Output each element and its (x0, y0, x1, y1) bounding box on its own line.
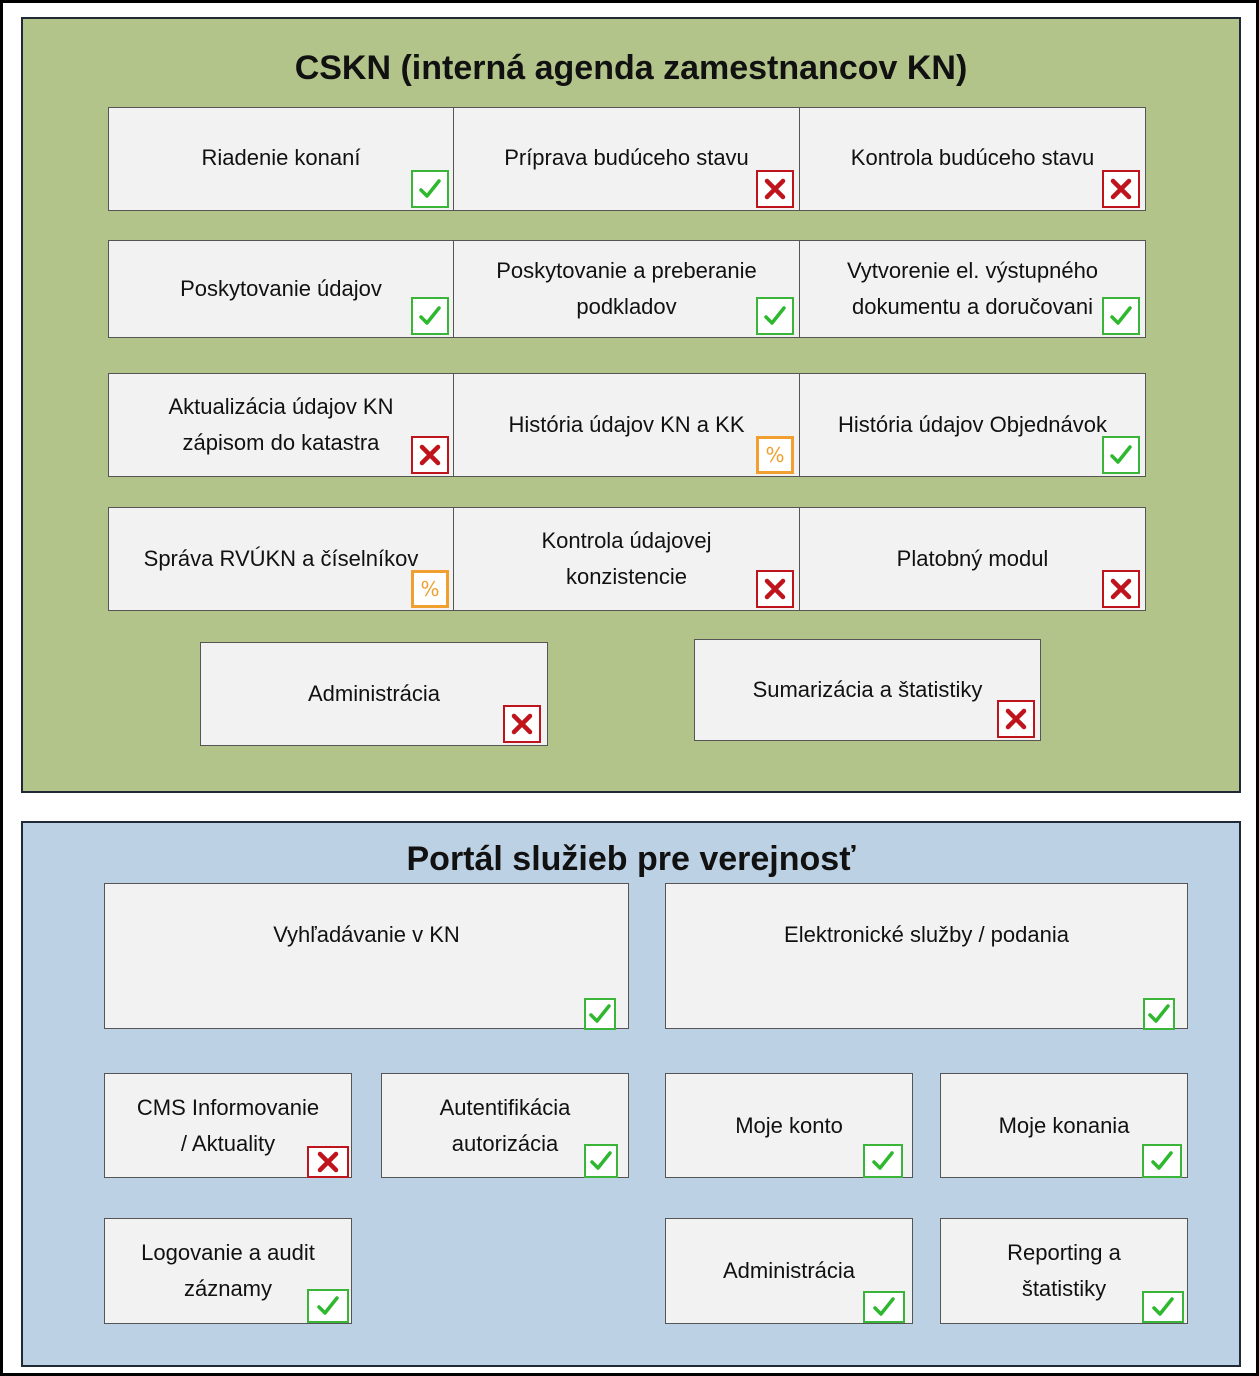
module-label: CMS Informovanie / Aktuality (136, 1094, 320, 1156)
portal-section: Portál služieb pre verejnosť Vyhľadávani… (21, 821, 1241, 1367)
module-label: Administrácia (307, 681, 441, 706)
module-moje-konto: Moje konto (665, 1073, 913, 1178)
check-icon (411, 170, 449, 208)
module-elektronicke-sluzby: Elektronické služby / podania (665, 883, 1188, 1030)
module-administracia-cskn: Administrácia (200, 642, 548, 746)
cross-icon (503, 705, 541, 743)
check-icon (863, 1144, 903, 1178)
module-label: Vytvorenie el. výstupného dokumentu a do… (846, 258, 1099, 319)
check-icon (1143, 998, 1175, 1030)
check-icon (584, 998, 616, 1030)
check-icon (1142, 1144, 1182, 1178)
cross-icon (307, 1146, 349, 1178)
module-label: Kontrola budúceho stavu (850, 144, 1095, 170)
check-icon (584, 1144, 618, 1178)
cross-icon (997, 700, 1035, 738)
cross-icon (411, 436, 449, 474)
module-label: Správa RVÚKN a číselníkov (143, 546, 419, 571)
module-label: Moje konania (998, 1112, 1130, 1138)
module-autentifikacia-autorizacia: Autentifikácia autorizácia (381, 1073, 629, 1178)
portal-title: Portál služieb pre verejnosť (406, 840, 856, 878)
module-label: Aktualizácia údajov KN zápisom do katast… (168, 394, 394, 455)
module-label: Logovanie a audit záznamy (141, 1240, 315, 1301)
module-label: Kontrola údajovej konzistencie (541, 528, 712, 589)
cskn-section: CSKN (interná agenda zamestnancov KN) Ri… (21, 17, 1241, 793)
module-kontrola-udajovej-konzistencie: Kontrola údajovej konzistencie (453, 507, 800, 611)
check-icon (1102, 436, 1140, 474)
module-platobny-modul: Platobný modul (799, 507, 1146, 611)
module-vytvorenie-el-vystupneho-dokumentu: Vytvorenie el. výstupného dokumentu a do… (799, 240, 1146, 338)
module-moje-konania: Moje konania (940, 1073, 1188, 1178)
module-label: Moje konto (735, 1112, 843, 1138)
module-kontrola-buduceho-stavu: Kontrola budúceho stavu (799, 107, 1146, 211)
cross-icon (1102, 570, 1140, 608)
module-label: Riadenie konaní (201, 144, 361, 170)
module-logovanie-a-audit: Logovanie a audit záznamy (104, 1218, 352, 1324)
module-aktualizacia-udajov-kn: Aktualizácia údajov KN zápisom do katast… (108, 373, 454, 477)
module-poskytovanie-a-preberanie-podkladov: Poskytovanie a preberanie podkladov (453, 240, 800, 338)
module-cms-informovanie: CMS Informovanie / Aktuality (104, 1073, 352, 1178)
module-label: História údajov Objednávok (837, 412, 1108, 437)
percent-glyph: % (420, 577, 440, 601)
percent-glyph: % (765, 443, 785, 467)
module-label: Príprava budúceho stavu (504, 144, 749, 170)
module-reporting-a-statistiky: Reporting a štatistiky (940, 1218, 1188, 1324)
module-label: Elektronické služby / podania (784, 922, 1069, 947)
module-label: História údajov KN a KK (508, 412, 745, 437)
check-icon (1142, 1291, 1184, 1323)
cross-icon (1102, 170, 1140, 208)
check-icon (756, 297, 794, 335)
module-label: Autentifikácia autorizácia (439, 1094, 571, 1156)
module-historia-udajov-objednavok: História údajov Objednávok (799, 373, 1146, 477)
module-sprava-rvukn-a-ciselnikov: Správa RVÚKN a číselníkov % (108, 507, 454, 611)
module-sumarizacia-a-statistiky: Sumarizácia a štatistiky (694, 639, 1041, 741)
module-label: Poskytovanie a preberanie podkladov (496, 258, 757, 319)
module-label: Poskytovanie údajov (180, 276, 382, 301)
module-label: Reporting a štatistiky (1007, 1240, 1121, 1301)
module-label: Sumarizácia a štatistiky (752, 677, 983, 702)
check-icon (863, 1291, 905, 1323)
cross-icon (756, 570, 794, 608)
check-icon (411, 297, 449, 335)
module-label: Platobný modul (896, 546, 1049, 571)
module-priprava-buduceho-stavu: Príprava budúceho stavu (453, 107, 800, 211)
module-historia-udajov-kn-a-kk: História údajov KN a KK % (453, 373, 800, 477)
check-icon (307, 1289, 349, 1323)
percent-icon: % (411, 570, 449, 608)
check-icon (1102, 297, 1140, 335)
module-administracia-portal: Administrácia (665, 1218, 913, 1324)
cskn-title: CSKN (interná agenda zamestnancov KN) (294, 49, 968, 87)
module-vyhladavanie-v-kn: Vyhľadávanie v KN (104, 883, 629, 1030)
module-label: Vyhľadávanie v KN (273, 922, 460, 947)
cross-icon (756, 170, 794, 208)
module-poskytovanie-udajov: Poskytovanie údajov (108, 240, 454, 338)
module-riadenie-konani: Riadenie konaní (108, 107, 454, 211)
percent-icon: % (756, 436, 794, 474)
module-label: Administrácia (722, 1258, 856, 1283)
